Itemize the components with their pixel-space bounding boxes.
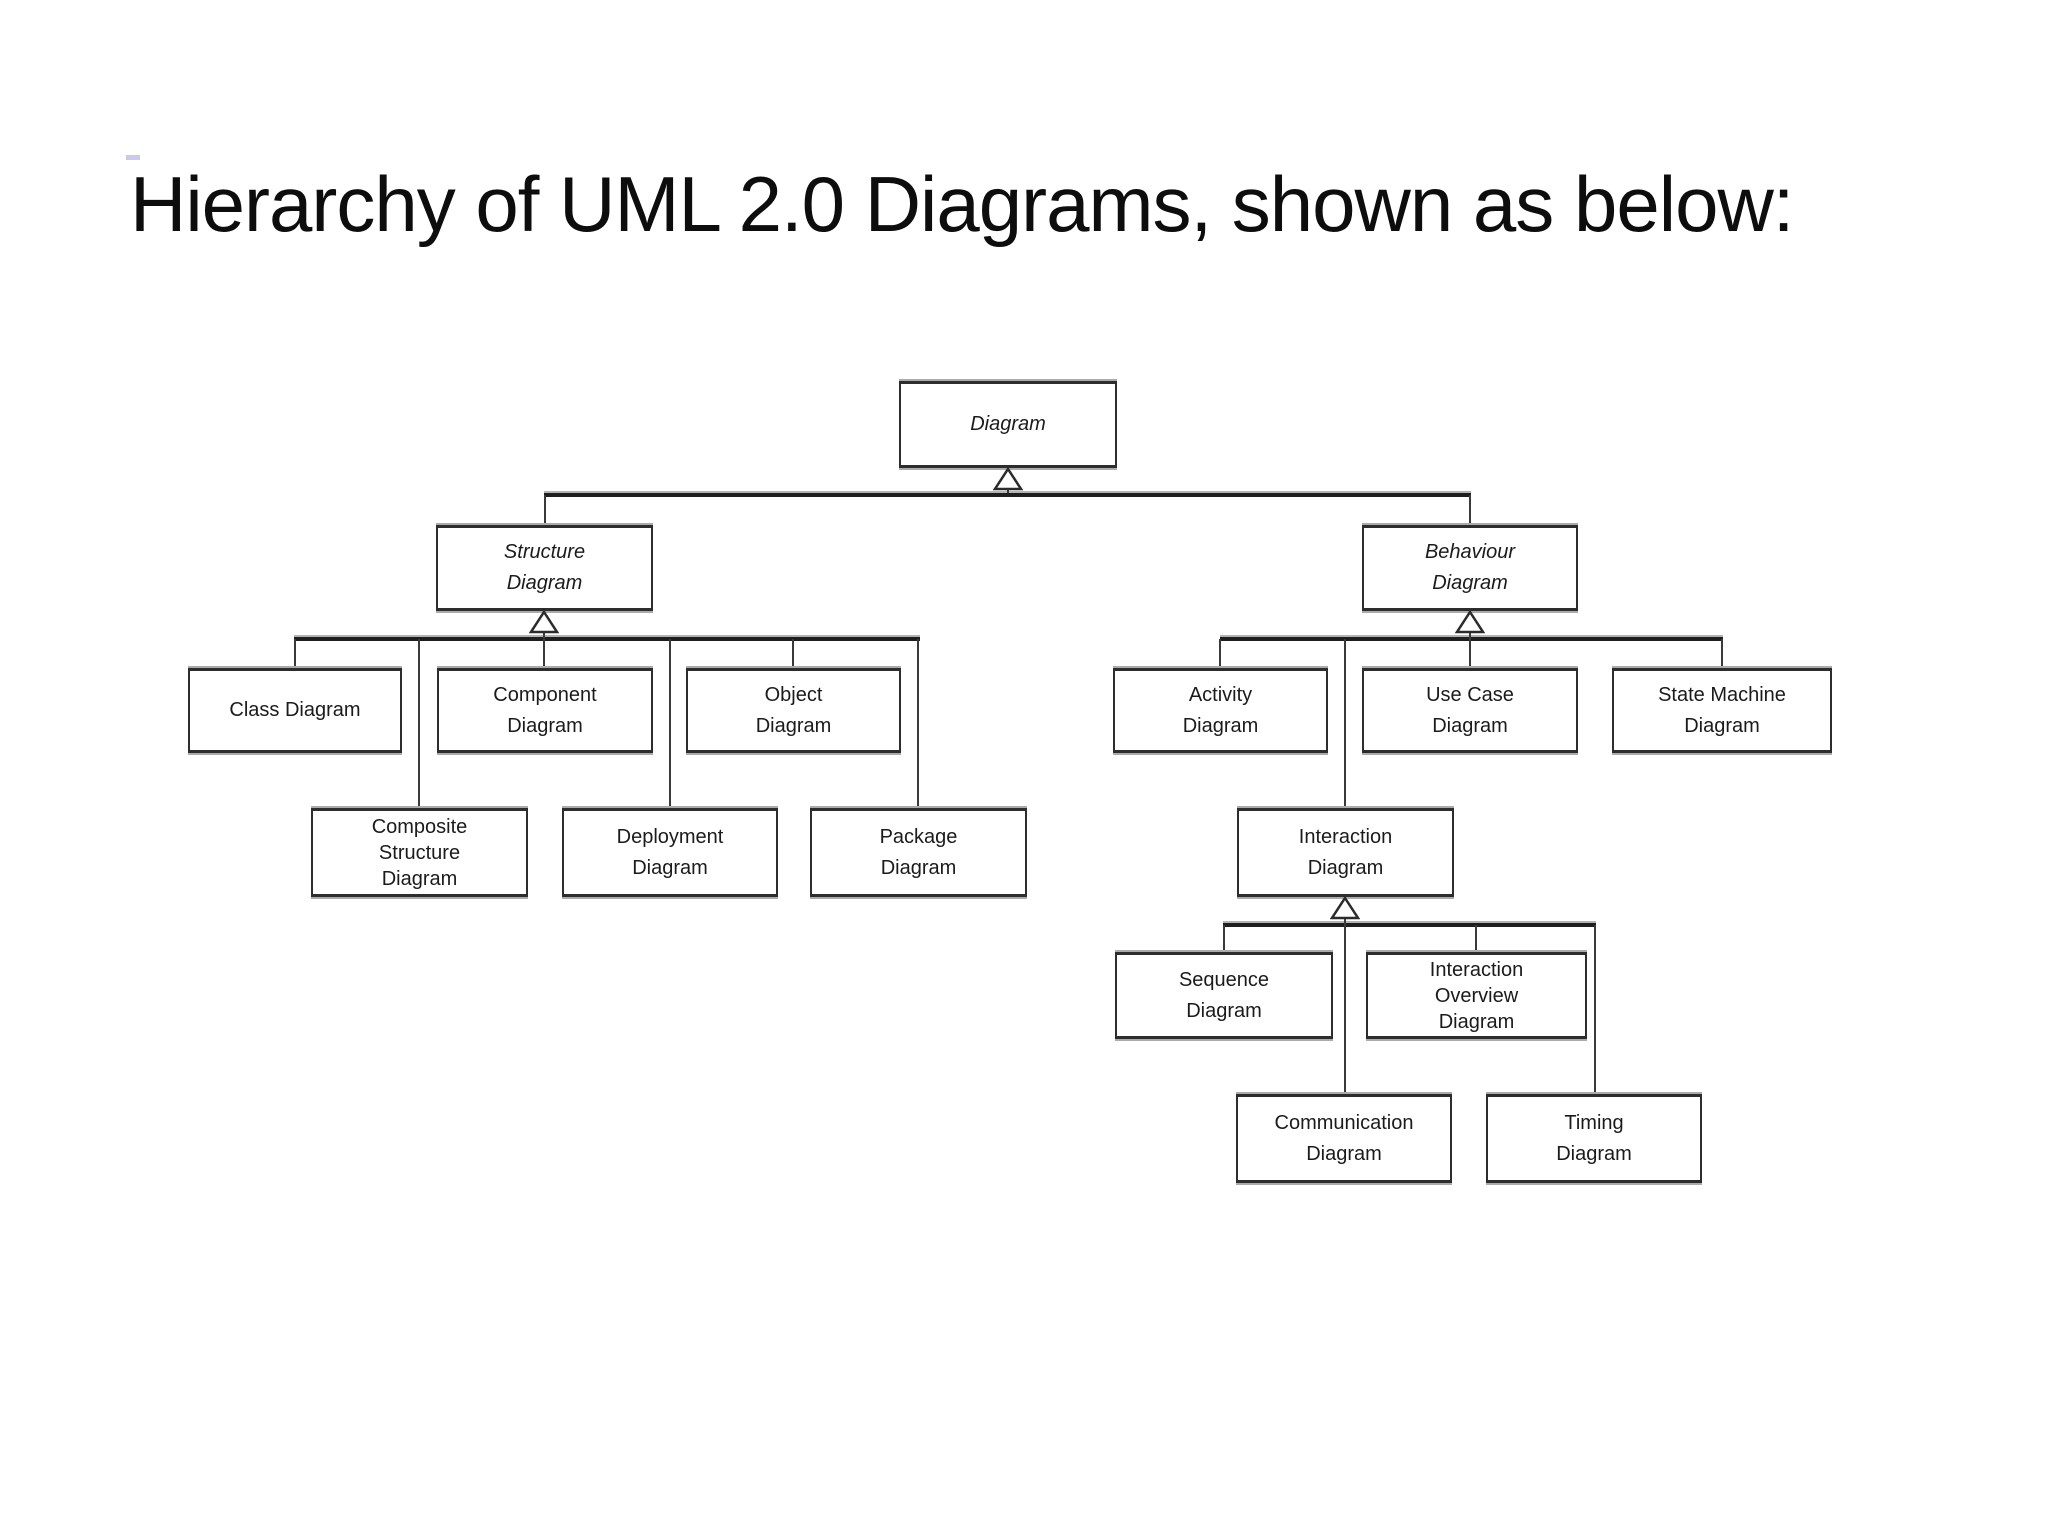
node-deployment-diagram-label: Diagram — [632, 856, 708, 879]
node-composite-structure-diagram-label: Structure — [378, 841, 461, 864]
node-diagram: Diagram — [899, 381, 1117, 468]
drop-object — [792, 639, 794, 668]
node-object-diagram-label: Diagram — [755, 714, 832, 737]
node-component-diagram-label: Diagram — [507, 714, 583, 737]
drop-package — [917, 639, 919, 808]
node-component-diagram-label: Component — [493, 683, 597, 706]
node-composite-structure-diagram-label: Composite — [371, 815, 468, 838]
node-structure-diagram-label: Structure — [503, 541, 586, 563]
stem-interaction-communication — [1344, 918, 1346, 1094]
node-use-case-diagram-label: Use Case — [1426, 683, 1514, 706]
drop-class — [294, 639, 296, 668]
drop-timing — [1594, 925, 1596, 1094]
node-sequence-diagram-label: Sequence — [1178, 968, 1270, 991]
node-interaction-overview-diagram-label: Diagram — [1438, 1010, 1515, 1033]
drop-deployment — [669, 639, 671, 808]
node-timing-diagram-label: Timing — [1564, 1111, 1624, 1134]
node-package-diagram-label: Package — [879, 825, 958, 848]
drop-structure — [544, 495, 546, 525]
node-activity-diagram-label: Activity — [1188, 683, 1253, 706]
generalization-arrow-structure — [529, 610, 559, 634]
stem-diagram — [1007, 489, 1009, 493]
node-interaction-diagram-label: Interaction — [1298, 825, 1393, 848]
drop-interaction — [1344, 639, 1346, 808]
drop-activity — [1219, 639, 1221, 668]
bus-behaviour — [1220, 637, 1723, 641]
node-state-machine-diagram-label: State Machine — [1658, 683, 1786, 706]
generalization-arrow-behaviour — [1455, 610, 1485, 634]
node-interaction-diagram-label: Diagram — [1307, 856, 1384, 879]
drop-composite-structure — [418, 639, 420, 808]
node-behaviour-diagram-label: Behaviour — [1424, 541, 1516, 563]
drop-state-machine — [1721, 639, 1723, 668]
generalization-arrow-interaction — [1330, 896, 1360, 920]
node-structure-diagram-label: Diagram — [506, 572, 583, 594]
page-title: Hierarchy of UML 2.0 Diagrams, shown as … — [130, 160, 1794, 248]
node-deployment-diagram-label: Deployment — [616, 825, 724, 848]
bus-root — [544, 493, 1471, 497]
bus-interaction — [1223, 923, 1596, 927]
stem-behaviour-use-case — [1469, 632, 1471, 668]
drop-interaction-overview — [1475, 925, 1477, 952]
node-class-diagram: Class Diagram — [188, 668, 402, 753]
node-interaction-overview-diagram-label: Interaction — [1429, 958, 1524, 981]
node-composite-structure-diagram-label: Diagram — [381, 867, 458, 890]
node-behaviour-diagram-label: Diagram — [1432, 572, 1508, 594]
node-timing-diagram-label: Diagram — [1556, 1142, 1632, 1165]
node-diagram-label: Diagram — [970, 413, 1046, 435]
bullet-marker — [126, 155, 140, 160]
node-package-diagram-label: Diagram — [880, 856, 957, 879]
node-use-case-diagram-label: Diagram — [1432, 714, 1508, 737]
drop-behaviour — [1469, 495, 1471, 525]
node-object-diagram-label: Object — [764, 683, 823, 706]
node-communication-diagram-label: Communication — [1274, 1111, 1414, 1134]
node-interaction-overview-diagram-label: Overview — [1434, 984, 1519, 1007]
drop-sequence — [1223, 925, 1225, 952]
node-communication-diagram-label: Diagram — [1306, 1142, 1382, 1165]
generalization-arrow-diagram — [993, 467, 1023, 491]
node-activity-diagram-label: Diagram — [1182, 714, 1259, 737]
node-state-machine-diagram-label: Diagram — [1684, 714, 1760, 737]
bus-structure — [294, 637, 920, 641]
node-sequence-diagram-label: Diagram — [1186, 999, 1262, 1022]
node-class-diagram-label: Class Diagram — [229, 699, 361, 721]
stem-structure-component — [543, 632, 545, 668]
